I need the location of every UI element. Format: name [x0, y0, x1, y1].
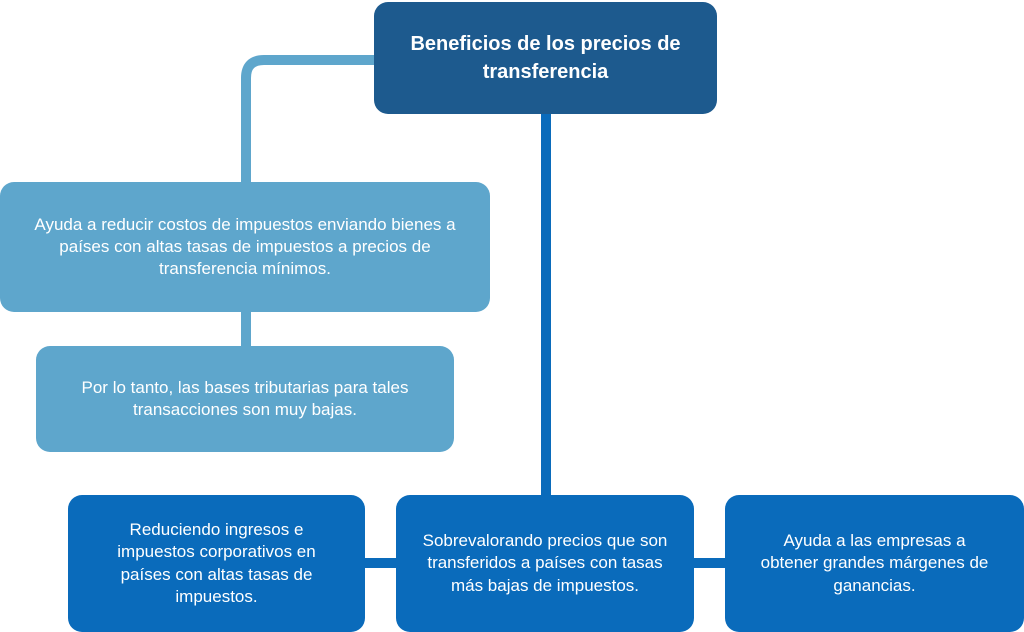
bottom-right-box-text: Ayuda a las empresas a obtener grandes m…	[760, 531, 989, 595]
root-node: Beneficios de los precios de transferenc…	[374, 2, 717, 114]
bottom-left-box-text: Reduciendo ingresos e impuestos corporat…	[117, 520, 316, 606]
bottom-center-box-text: Sobrevalorando precios que son transferi…	[422, 531, 668, 595]
left-branch-box-2: Por lo tanto, las bases tributarias para…	[36, 346, 454, 452]
root-node-label: Beneficios de los precios de transferenc…	[410, 33, 681, 83]
bottom-center-box: Sobrevalorando precios que son transferi…	[396, 495, 694, 632]
bottom-right-box: Ayuda a las empresas a obtener grandes m…	[725, 495, 1024, 632]
left-branch-box-1-text: Ayuda a reducir costos de impuestos envi…	[34, 214, 456, 279]
left-branch-box-1: Ayuda a reducir costos de impuestos envi…	[0, 182, 490, 312]
left-branch-box-2-text: Por lo tanto, las bases tributarias para…	[81, 377, 409, 419]
connector-root-to-left-branch	[241, 55, 374, 182]
bottom-left-box: Reduciendo ingresos e impuestos corporat…	[68, 495, 365, 632]
